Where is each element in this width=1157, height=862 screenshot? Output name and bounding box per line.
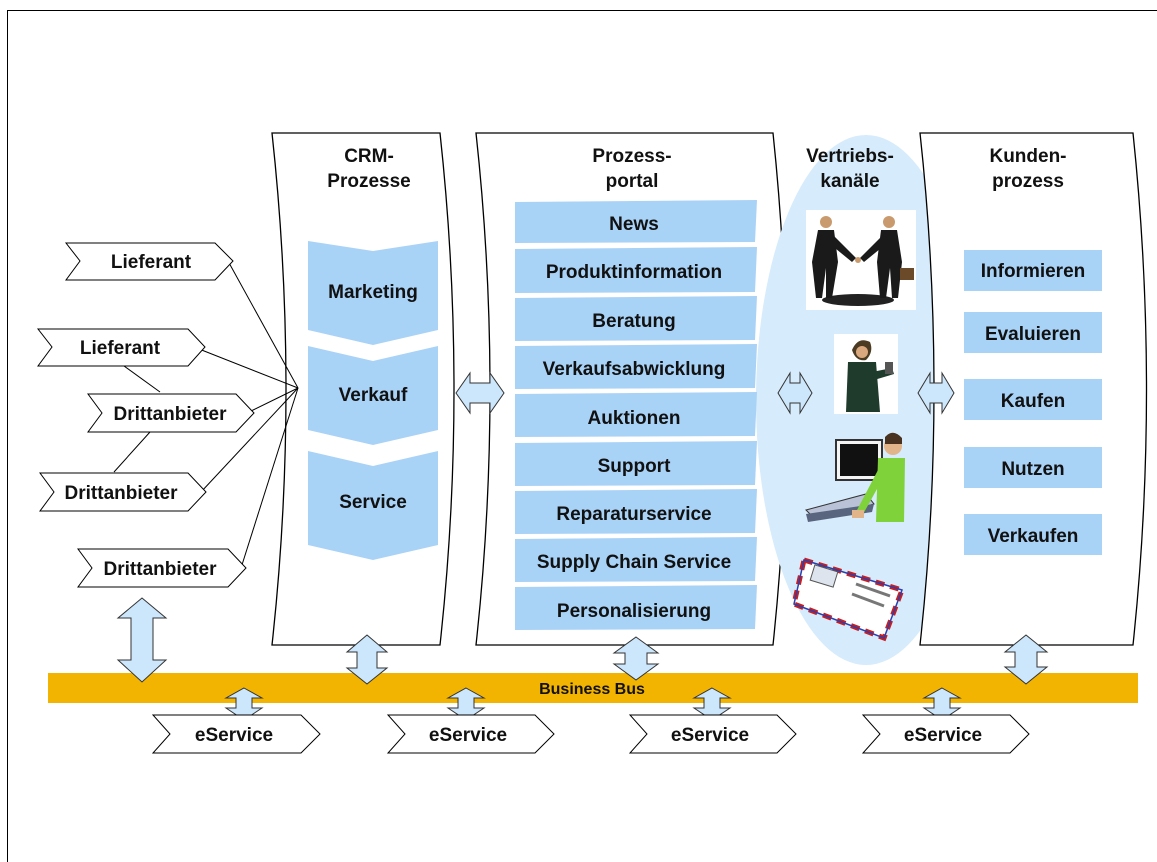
customer-box-informieren — [964, 250, 1102, 291]
arrow-crm-portal — [455, 371, 505, 415]
customer-box-nutzen — [964, 447, 1102, 488]
portal-label-supply-chain-service: Supply Chain Service — [537, 552, 731, 573]
business-bus-label: Business Bus — [539, 681, 645, 698]
channels-title-line1: Vertriebs- — [806, 146, 894, 167]
crm-chevron-service — [308, 451, 438, 560]
eservice-box-3 — [628, 714, 797, 754]
customer-title-line1: Kunden- — [989, 146, 1066, 167]
crm-label-service: Service — [339, 492, 407, 513]
customer-title-line2: prozess — [992, 171, 1064, 192]
channels-title-line2: kanäle — [820, 171, 879, 192]
letter-icon — [791, 556, 906, 642]
partner-label-drittanbieter-3: Drittanbieter — [104, 559, 218, 580]
partner-box-drittanbieter-1 — [87, 393, 255, 433]
crm-label-verkauf: Verkauf — [339, 385, 408, 406]
partner-box-lieferant-2 — [36, 328, 206, 367]
crm-title-line1: CRM- — [344, 146, 394, 167]
crm-title-line2: Prozesse — [327, 171, 410, 192]
partner-box-drittanbieter-2 — [39, 472, 207, 512]
partner-box-drittanbieter-3 — [77, 548, 247, 588]
portal-box-verkaufsabwicklung — [515, 344, 757, 389]
handshake-icon — [806, 210, 916, 310]
arrow-partners-bus — [116, 597, 168, 683]
crm-label-marketing: Marketing — [328, 282, 418, 303]
partner-label-drittanbieter-2: Drittanbieter — [65, 483, 179, 504]
portal-label-support: Support — [598, 456, 671, 477]
arrow-crm-bus — [345, 634, 389, 685]
partner-label-lieferant-2: Lieferant — [80, 338, 161, 359]
eservice-label-1: eService — [195, 725, 273, 746]
eservice-box-2 — [386, 714, 555, 754]
portal-label-reparaturservice: Reparaturservice — [556, 504, 711, 525]
portal-box-news — [515, 200, 757, 243]
crm-chevron-verkauf — [308, 346, 438, 445]
portal-label-auktionen: Auktionen — [588, 408, 681, 429]
customer-box-kaufen — [964, 379, 1102, 420]
eservice-box-4 — [861, 714, 1030, 754]
computer-user-icon — [805, 432, 905, 522]
crm-chevron-marketing — [308, 241, 438, 345]
partner-box-lieferant-1 — [64, 242, 234, 281]
eservice-box-1 — [151, 714, 321, 754]
portal-label-beratung: Beratung — [592, 311, 675, 332]
customer-box-verkaufen — [964, 514, 1102, 555]
customer-label-informieren: Informieren — [981, 261, 1086, 282]
portal-box-beratung — [515, 296, 757, 341]
partner-connector-lines — [113, 260, 299, 569]
portal-box-reparaturservice — [515, 489, 757, 534]
portal-box-auktionen — [515, 392, 757, 437]
partner-label-drittanbieter-1: Drittanbieter — [114, 404, 228, 425]
eservice-label-3: eService — [671, 725, 749, 746]
portal-title-line2: portal — [606, 171, 659, 192]
portal-label-personalisierung: Personalisierung — [557, 601, 711, 622]
customer-box-evaluieren — [964, 312, 1102, 353]
customer-label-nutzen: Nutzen — [1001, 459, 1064, 480]
portal-label-produktinformation: Produktinformation — [546, 262, 722, 283]
partner-label-lieferant-1: Lieferant — [111, 252, 192, 273]
outer-frame — [7, 10, 1157, 862]
portal-box-supply-chain-service — [515, 537, 757, 582]
portal-box-produktinformation — [515, 247, 757, 293]
eservice-label-2: eService — [429, 725, 507, 746]
arrow-portal-bus — [612, 636, 660, 681]
customer-label-evaluieren: Evaluieren — [985, 324, 1081, 345]
portal-label-news: News — [609, 214, 659, 235]
eservice-label-4: eService — [904, 725, 982, 746]
arrow-portal-channels — [777, 371, 813, 415]
customer-label-verkaufen: Verkaufen — [988, 526, 1079, 547]
portal-label-verkaufsabwicklung: Verkaufsabwicklung — [543, 359, 726, 380]
arrow-customer-bus — [1003, 634, 1049, 685]
portal-box-personalisierung — [515, 585, 757, 630]
portal-box-support — [515, 441, 757, 486]
phone-person-icon — [834, 334, 898, 414]
customer-label-kaufen: Kaufen — [1001, 391, 1065, 412]
portal-title-line1: Prozess- — [592, 146, 671, 167]
arrow-channels-customer — [917, 371, 955, 415]
